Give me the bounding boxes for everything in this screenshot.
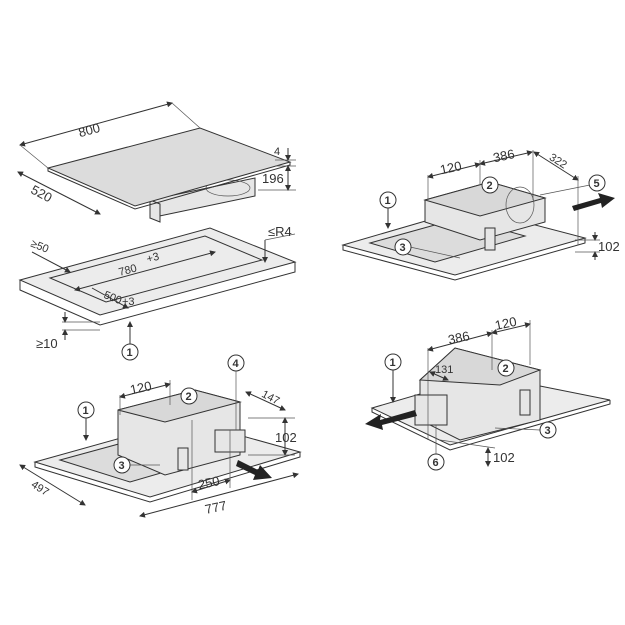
dim-front-120: 120 xyxy=(129,378,153,397)
dim-rear-120: 120 xyxy=(439,158,463,177)
dim-front-height: 102 xyxy=(275,430,297,445)
airflow-arrow-side xyxy=(365,410,417,430)
dim-rear-386: 386 xyxy=(492,146,516,165)
dim-side-386: 386 xyxy=(447,328,471,347)
callout-worktop-label: 1 xyxy=(127,347,133,359)
dim-cutout-depth-tol: +3 xyxy=(122,296,135,308)
callout-front-4: 4 xyxy=(233,358,240,370)
dim-glass-thickness: 4 xyxy=(274,146,280,158)
cooktop-figure: 800 520 4 196 xyxy=(17,101,296,223)
dim-cutout-width-tol: +3 xyxy=(145,251,160,266)
callout-rear-5: 5 xyxy=(594,178,600,190)
dim-cooktop-width: 800 xyxy=(77,120,102,140)
callout-front-1: 1 xyxy=(83,405,89,417)
dim-side-131: 131 xyxy=(435,364,453,376)
callout-front-3: 3 xyxy=(119,460,125,472)
worktop xyxy=(18,227,297,316)
callout-front-2: 2 xyxy=(186,391,192,403)
dim-cooktop-height: 196 xyxy=(262,171,284,186)
dim-cooktop-depth: 520 xyxy=(28,182,54,205)
callout-rear-2: 2 xyxy=(487,180,493,192)
dim-front-250: 250 xyxy=(197,473,221,492)
airflow-arrow-rear xyxy=(572,193,615,211)
dim-corner-radius: ≤R4 xyxy=(268,224,292,239)
callout-side-1: 1 xyxy=(390,357,396,369)
dim-rear-height: 102 xyxy=(598,239,620,254)
side-exhaust-figure: 386 120 131 102 1 2 3 6 xyxy=(365,314,611,471)
dim-rear-322: 322 xyxy=(547,152,569,172)
callout-1 xyxy=(121,343,139,361)
dim-front-width: 777 xyxy=(204,498,228,517)
callout-side-2: 2 xyxy=(503,363,509,375)
callout-rear-1: 1 xyxy=(385,195,391,207)
dim-front-147: 147 xyxy=(260,388,282,407)
callout-side-3: 3 xyxy=(545,425,551,437)
callout-rear-3: 3 xyxy=(400,242,406,254)
callout-side-6: 6 xyxy=(433,457,439,469)
dim-min-thickness: ≥10 xyxy=(36,336,58,351)
cutout-figure: 780 +3 500 +3 ≥50 ≤R4 ≥10 1 xyxy=(18,224,297,361)
front-exhaust-figure: 120 147 102 250 777 497 1 2 3 4 xyxy=(19,354,302,518)
dim-side-120: 120 xyxy=(494,314,518,333)
dim-side-height: 102 xyxy=(493,450,515,465)
dim-min-edge: ≥50 xyxy=(29,238,50,256)
dim-cutout-width: 780 xyxy=(117,262,138,278)
rear-exhaust-figure: 120 386 322 102 1 2 3 5 xyxy=(341,146,620,281)
airflow-arrow-front xyxy=(236,460,272,480)
